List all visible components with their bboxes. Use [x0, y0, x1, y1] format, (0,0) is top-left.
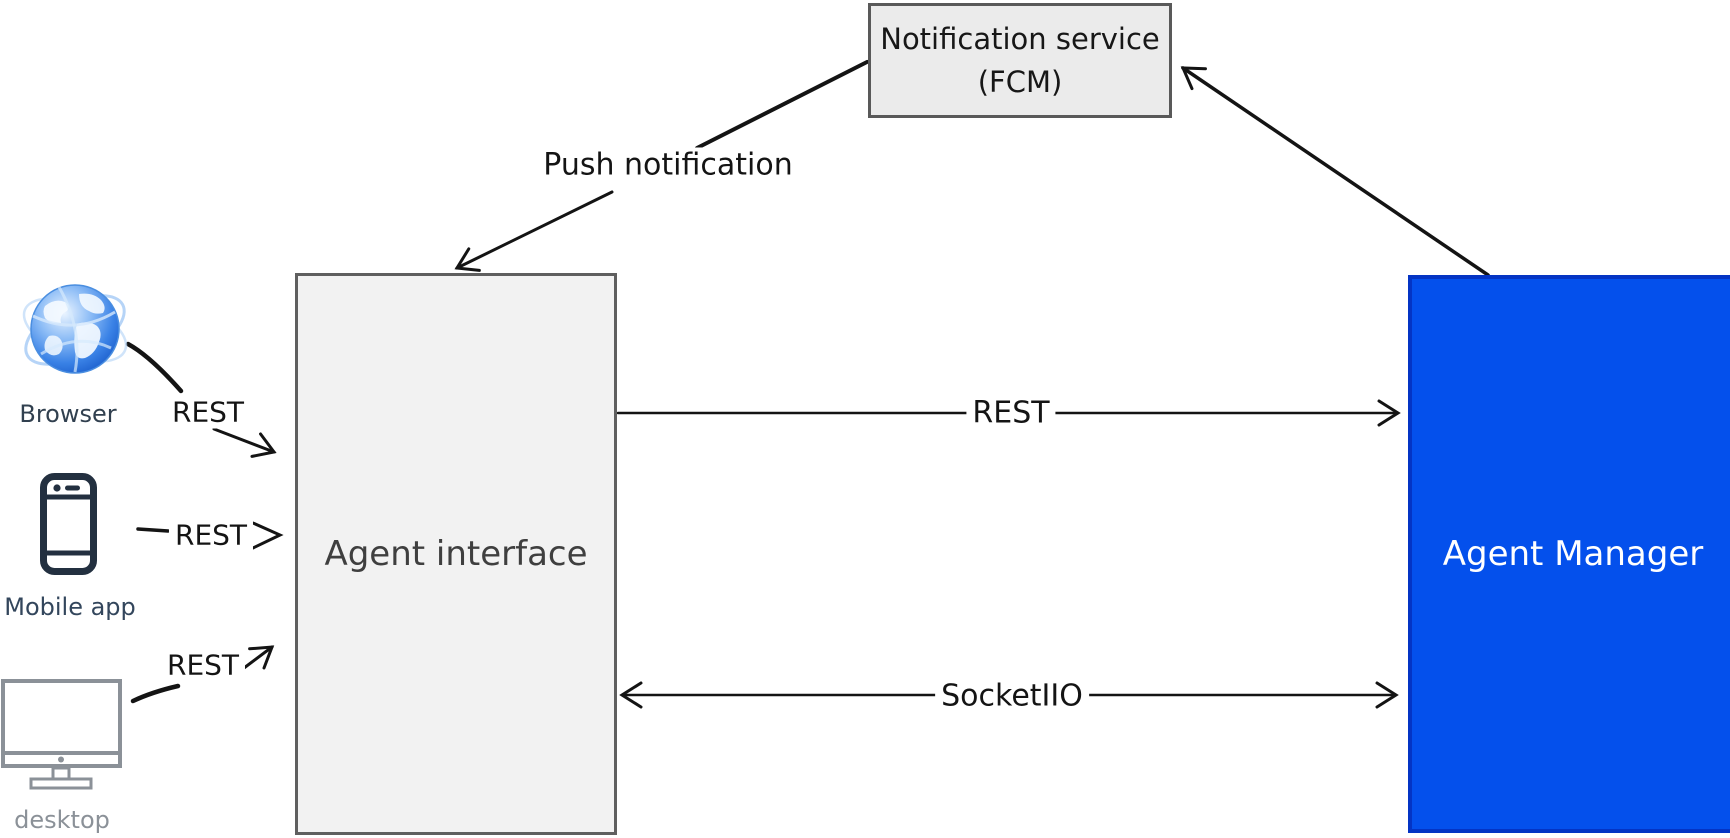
notification-service-label: Notification service (FCM)	[880, 22, 1160, 99]
node-notification-service: Notification service (FCM)	[868, 3, 1172, 118]
desktop-label: desktop	[14, 806, 110, 834]
mobile-rest-arrow	[136, 521, 284, 550]
browser-label: Browser	[19, 400, 117, 428]
manager-to-notification-arrow	[1180, 66, 1490, 277]
globe-browser-icon	[19, 272, 131, 387]
push-notification-arrow	[454, 60, 869, 272]
node-agent-manager: Agent Manager	[1408, 275, 1730, 833]
node-agent-interface: Agent interface	[295, 273, 617, 835]
smartphone-icon	[40, 473, 97, 575]
push-notification-edge-label: Push notification	[537, 147, 799, 183]
browser-rest-arrow	[125, 341, 277, 458]
desktop-rest-arrow	[130, 645, 275, 704]
socket-edge-label: SocketIIO	[935, 678, 1089, 714]
agent-interface-label: Agent interface	[324, 534, 588, 574]
desktop-monitor-icon	[1, 679, 122, 791]
agent-manager-label: Agent Manager	[1442, 534, 1704, 574]
interface-manager-rest-edge-label: REST	[966, 395, 1056, 431]
mobile-rest-edge-label: REST	[168, 518, 254, 552]
mobile-app-label: Mobile app	[4, 593, 136, 621]
browser-rest-edge-label: REST	[165, 395, 251, 429]
desktop-rest-edge-label: REST	[160, 648, 246, 682]
